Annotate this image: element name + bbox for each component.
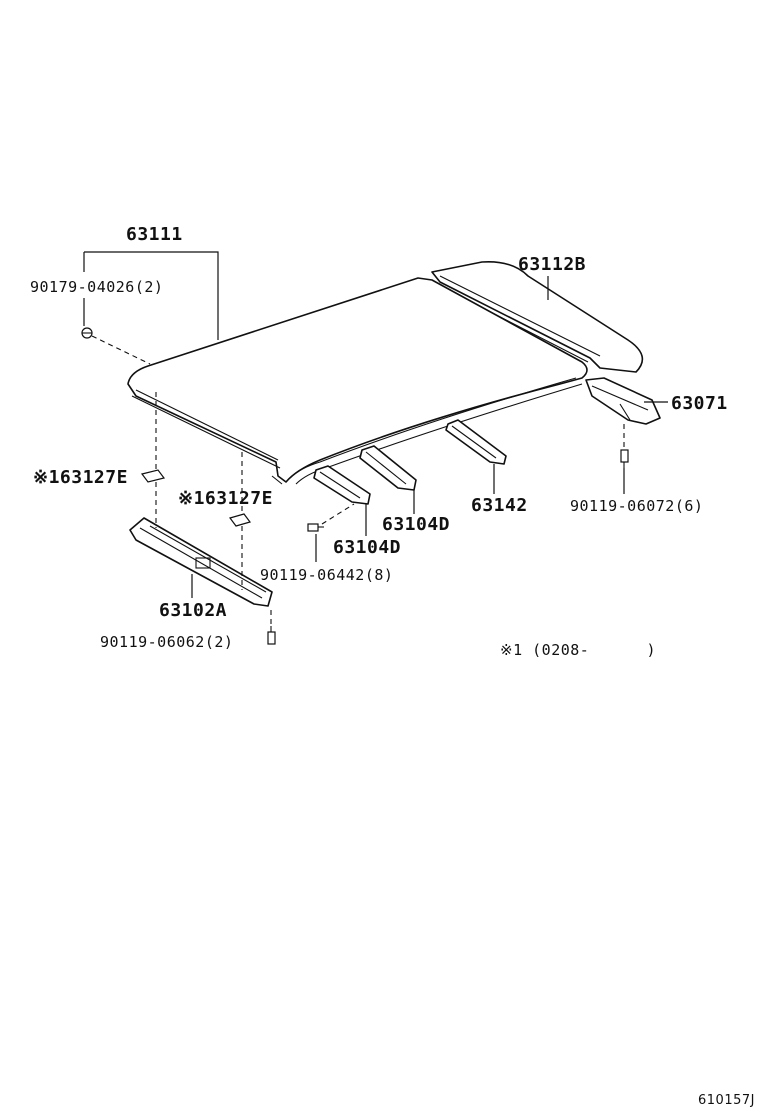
- label-63071: 63071: [671, 393, 728, 414]
- clip-right: [228, 513, 252, 527]
- clip-left: [140, 469, 166, 483]
- bolt-90119-06442: [307, 523, 324, 532]
- label-63142: 63142: [471, 495, 528, 516]
- label-63104d-b: 63104D: [333, 537, 401, 558]
- roof-bow-63104d-a: [359, 445, 417, 491]
- label-90179-04026: 90179-04026(2): [30, 278, 163, 296]
- leader-lines: [83, 251, 668, 598]
- assembly-lines: [91, 335, 625, 626]
- bolt-90119-06072: [620, 449, 629, 468]
- reference-code: 610157J: [698, 1093, 755, 1108]
- label-90119-06442: 90119-06442(8): [260, 566, 393, 584]
- label-90119-06062: 90119-06062(2): [100, 633, 233, 651]
- label-63127e-right: ※163127E: [178, 488, 273, 509]
- note-production-date: ※1 (0208- ): [500, 641, 656, 659]
- label-63127e-left: ※163127E: [33, 467, 128, 488]
- label-90119-06072: 90119-06072(6): [570, 497, 703, 515]
- roof-bow-63104d-b: [313, 465, 371, 505]
- label-63112b: 63112B: [518, 254, 586, 275]
- rear-bracket: [585, 377, 661, 425]
- roof-bow-63142: [445, 419, 507, 465]
- bolt-90119-06062: [267, 626, 276, 645]
- fastener-90179: [81, 327, 93, 339]
- label-63102a: 63102A: [159, 600, 227, 621]
- front-header: [129, 517, 273, 607]
- label-63104d-a: 63104D: [382, 514, 450, 535]
- label-63111: 63111: [126, 224, 183, 245]
